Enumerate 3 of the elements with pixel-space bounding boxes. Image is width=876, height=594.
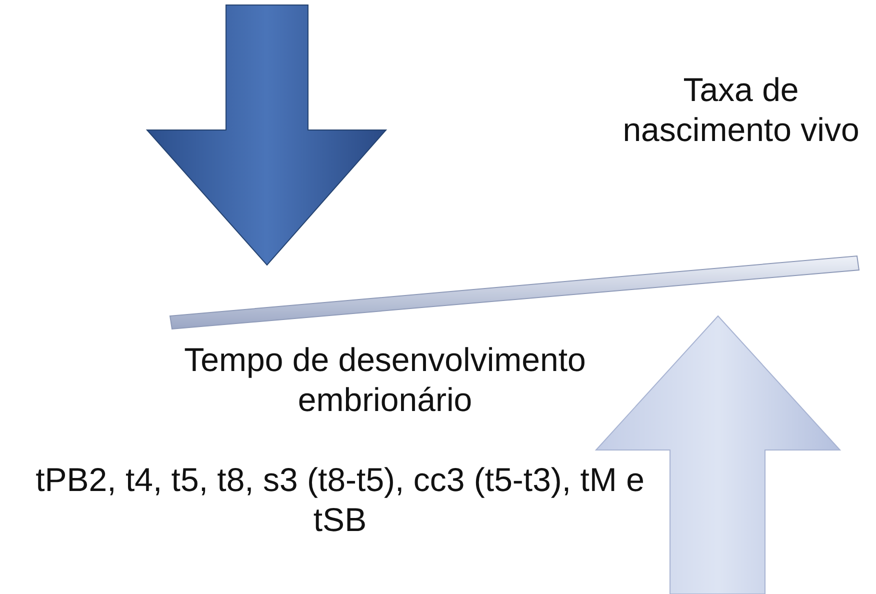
annotation-text: Tempo de desenvolvimento embrionário [183,340,587,420]
annotation-text: Taxa de nascimento vivo [622,70,860,150]
annotation-text: tPB2, t4, t5, t8, s3 (t8-t5), cc3 (t5-t3), tM e tSB [34,460,646,540]
